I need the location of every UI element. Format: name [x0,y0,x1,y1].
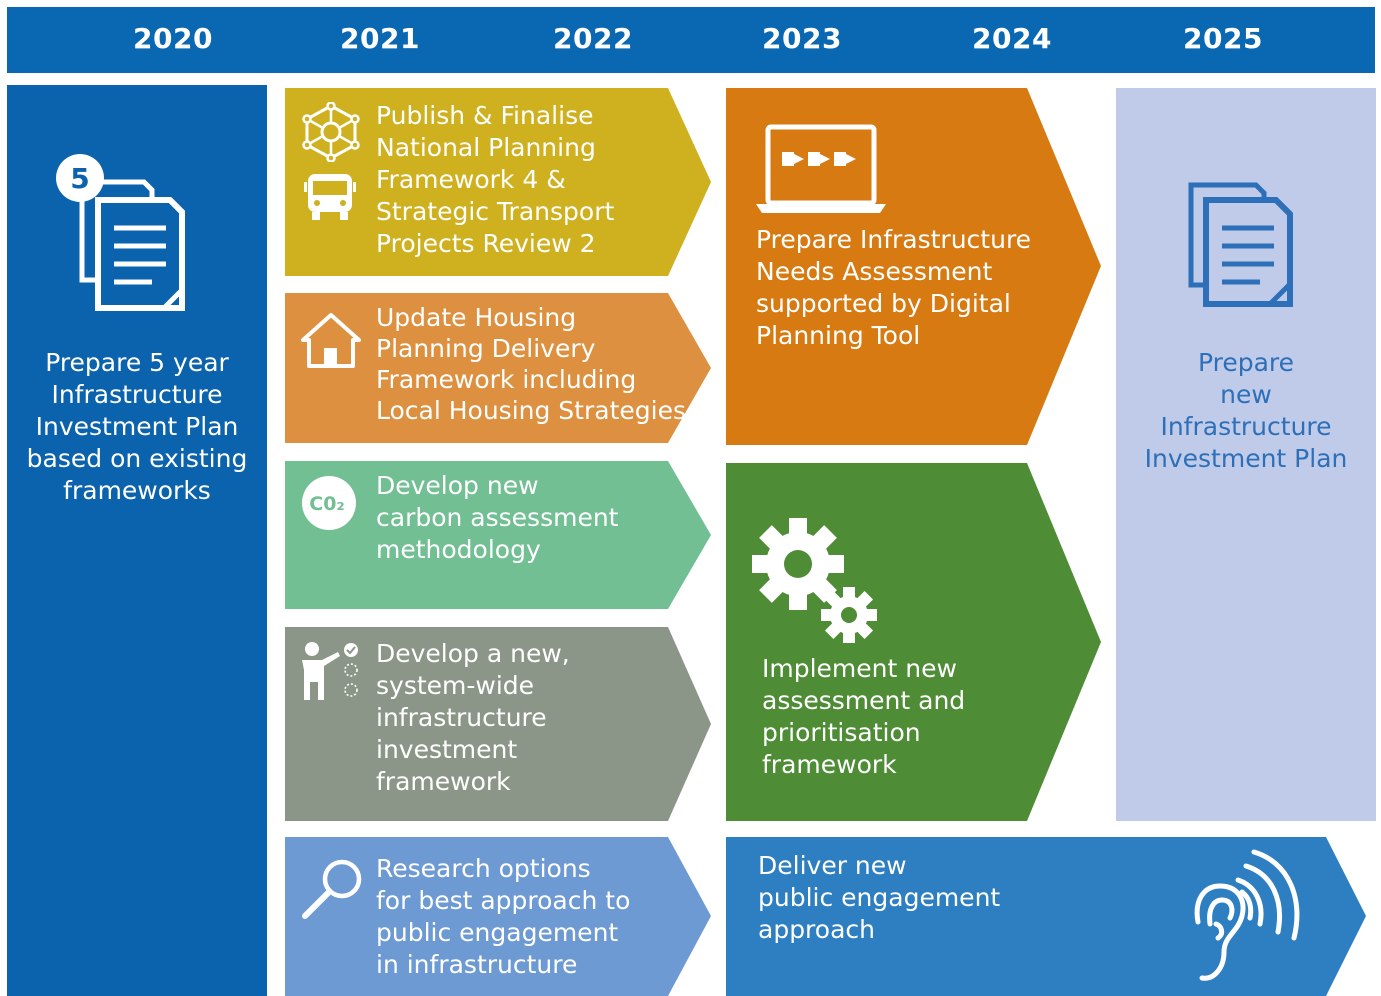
year-2023-label: 2023 [762,22,842,55]
housing-text: Update Housing Planning Delivery Framewo… [376,302,686,426]
text-line: system-wide [376,671,535,700]
year-2024-label: 2024 [972,22,1052,55]
text-line: assessment and [762,686,966,715]
carbon-text: Develop new carbon assessment methodolog… [376,470,618,566]
text-line: Publish & Finalise [376,101,594,130]
text-line: investment [376,735,518,764]
new-plan-text: Prepare new Infrastructure Investment Pl… [1116,347,1376,475]
text-line: methodology [376,535,541,564]
year-2021-label: 2021 [340,22,420,55]
text-line: Local Housing Strategies [376,396,686,425]
text-line: supported by Digital [756,289,1011,318]
year-2020-label: 2020 [133,22,213,55]
text-line: Deliver new [758,851,907,880]
research-text: Research options for best approach to pu… [376,853,630,981]
year-header-bar [7,7,1375,73]
text-line: framework [762,750,897,779]
year-2025-label: 2025 [1183,22,1263,55]
svg-text:5: 5 [70,162,89,195]
document-icon [1188,182,1293,307]
housing-arrow [285,293,711,443]
research-arrow [285,837,711,996]
five-year-document-icon: 5 [56,154,185,311]
text-line: carbon assessment [376,503,619,532]
public-engagement-arrow [726,837,1366,996]
implement-text: Implement new assessment and prioritisat… [762,653,965,781]
text-line: based on existing [26,444,248,473]
laptop-icon [756,124,886,213]
public-engagement-text: Deliver new public engagement approach [758,850,1000,946]
needs-assessment-text: Prepare Infrastructure Needs Assessment … [756,224,1031,352]
text-line: infrastructure [376,703,547,732]
magnifier-icon [302,859,362,919]
text-line: Update Housing [376,303,577,332]
text-line: Infrastructure [51,380,223,409]
text-line: Planning Delivery [376,334,596,363]
text-line: Develop a new, [376,639,570,668]
text-line: Prepare [1197,348,1295,377]
text-line: public engagement [758,883,1001,912]
text-line: Planning Tool [756,321,921,350]
co2-icon: C0₂ [302,476,356,530]
year-2022-label: 2022 [553,22,633,55]
text-line: Prepare Infrastructure [756,225,1032,254]
framework-arrow [285,627,711,821]
text-line: Research options [376,854,591,883]
text-line: Projects Review 2 [376,229,596,258]
prepare-5yr-text: Prepare 5 year Infrastructure Investment… [7,347,267,507]
presenter-checklist-icon [302,642,358,700]
text-line: approach [758,915,875,944]
publish-npf4-arrow [285,88,711,276]
text-line: Investment Plan [1144,444,1348,473]
text-line: prioritisation [762,718,921,747]
bus-icon [304,174,356,220]
text-line: Needs Assessment [756,257,993,286]
framework-text: Develop a new, system-wide infrastructur… [376,638,570,798]
network-icon [302,102,360,162]
carbon-arrow [285,461,711,609]
ear-icon [1194,849,1300,981]
text-line: Infrastructure [1160,412,1332,441]
text-line: Framework including [376,365,637,394]
text-line: Implement new [762,654,957,683]
house-icon [301,313,361,368]
publish-npf4-text: Publish & Finalise National Planning Fra… [376,100,614,260]
text-line: framework [376,767,511,796]
text-line: for best approach to [376,886,631,915]
text-line: frameworks [63,476,211,505]
text-line: public engagement [376,918,619,947]
text-line: Strategic Transport [376,197,615,226]
text-line: Investment Plan [35,412,239,441]
text-line: Prepare 5 year [45,348,229,377]
gears-icon [752,518,877,643]
text-line: new [1220,380,1272,409]
text-line: National Planning [376,133,596,162]
needs-assessment-arrow [726,88,1101,445]
svg-text:C0₂: C0₂ [309,493,345,515]
text-line: in infrastructure [376,950,578,979]
text-line: Develop new [376,471,539,500]
text-line: Framework 4 & [376,165,566,194]
